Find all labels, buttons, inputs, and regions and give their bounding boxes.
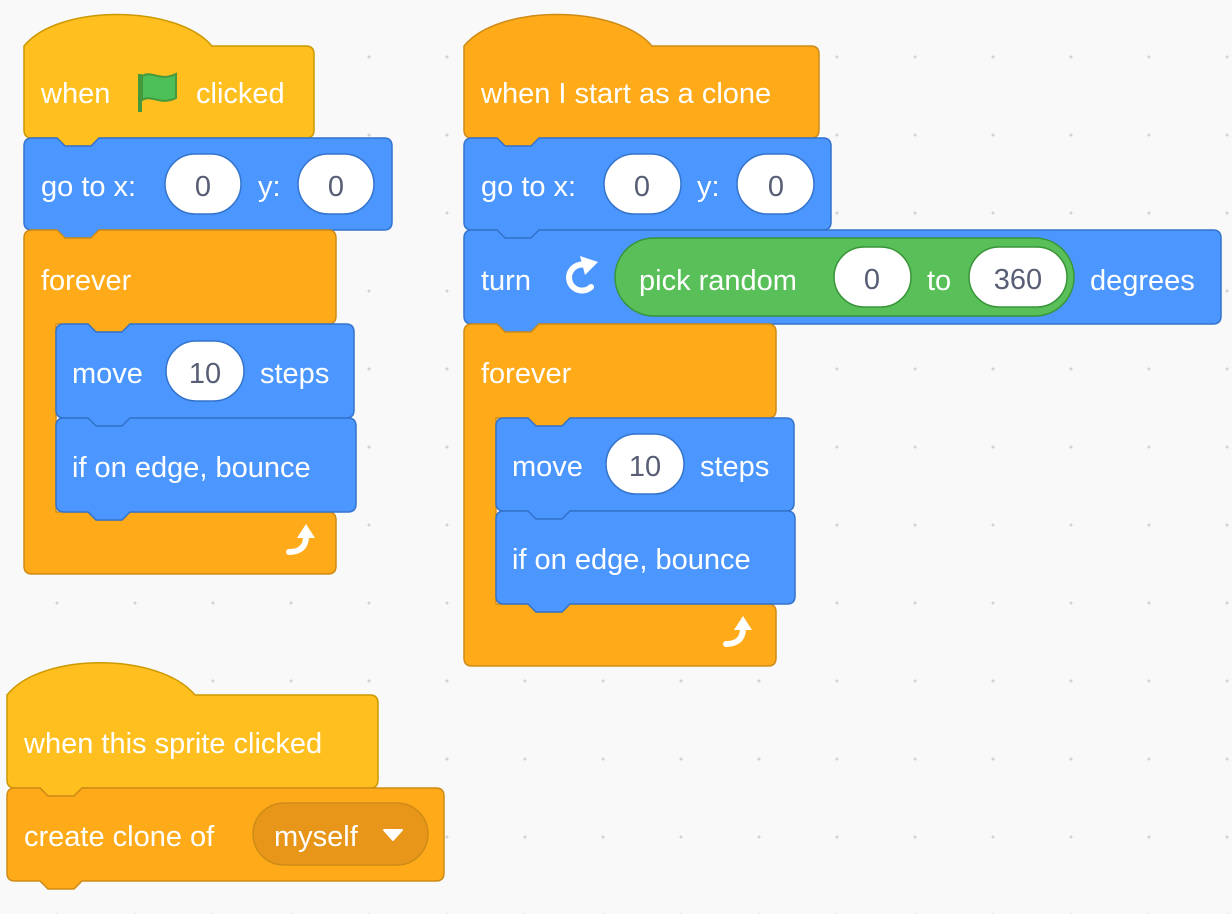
degrees-label: degrees: [1090, 265, 1195, 297]
create-clone-block[interactable]: create clone of myself: [6, 787, 445, 890]
rotate-clockwise-icon: [566, 256, 598, 294]
y-input-value: 0: [768, 171, 784, 203]
pick-random-reporter[interactable]: pick random 0 to 360: [614, 237, 1075, 317]
turn-label: turn: [481, 265, 531, 297]
loop-arrow-icon: [286, 524, 315, 555]
when-start-as-clone-hat-block[interactable]: when I start as a clone: [463, 13, 820, 147]
forever-block[interactable]: forever: [463, 323, 777, 667]
bounce-label: if on edge, bounce: [512, 544, 751, 576]
y-input-value: 0: [328, 171, 344, 203]
if-on-edge-bounce-block[interactable]: if on edge, bounce: [495, 510, 796, 613]
x-input-value: 0: [195, 171, 211, 203]
move-steps-block[interactable]: move 10 steps: [55, 323, 355, 427]
go-to-y-label: y:: [697, 171, 720, 203]
dropdown-arrow-icon: [383, 829, 403, 841]
x-input[interactable]: 0: [164, 153, 242, 215]
bounce-block-shape: [495, 510, 796, 613]
steps-input-value: 10: [629, 451, 661, 483]
random-from-input[interactable]: 0: [833, 246, 912, 308]
script-when-start-as-clone[interactable]: when I start as a clone go to x: 0 y: 0 …: [463, 13, 1222, 667]
hat-label-clicked: clicked: [196, 78, 285, 110]
steps-input[interactable]: 10: [165, 340, 245, 402]
loop-arrow-icon: [723, 616, 752, 647]
bounce-label: if on edge, bounce: [72, 452, 311, 484]
random-from-value: 0: [864, 264, 880, 296]
go-to-xy-block[interactable]: go to x: 0 y: 0: [463, 137, 832, 239]
random-to-value: 360: [994, 264, 1042, 296]
bounce-block-shape: [55, 417, 357, 521]
x-input[interactable]: 0: [603, 153, 682, 215]
script-when-flag-clicked[interactable]: when clicked go to x: 0 y: 0 forever: [23, 13, 393, 575]
go-to-x-label: go to x:: [41, 171, 136, 203]
clone-hat-label: when I start as a clone: [480, 78, 771, 110]
clone-target-value: myself: [274, 821, 359, 853]
turn-degrees-block[interactable]: turn pick random 0 to 360 degrees: [463, 229, 1222, 333]
steps-input-value: 10: [189, 358, 221, 390]
steps-label: steps: [260, 358, 329, 390]
move-label: move: [72, 358, 143, 390]
y-input[interactable]: 0: [736, 153, 815, 215]
forever-label: forever: [41, 265, 132, 297]
go-to-y-label: y:: [258, 171, 281, 203]
if-on-edge-bounce-block[interactable]: if on edge, bounce: [55, 417, 357, 521]
green-flag-icon: [138, 72, 177, 112]
move-steps-block[interactable]: move 10 steps: [495, 417, 795, 520]
y-input[interactable]: 0: [297, 153, 375, 215]
forever-label: forever: [481, 358, 572, 390]
steps-label: steps: [700, 451, 769, 483]
random-to-label: to: [927, 265, 951, 297]
sprite-clicked-label: when this sprite clicked: [23, 728, 322, 760]
create-clone-label: create clone of: [24, 821, 215, 853]
go-to-x-label: go to x:: [481, 171, 576, 203]
x-input-value: 0: [634, 171, 650, 203]
random-to-input[interactable]: 360: [968, 246, 1068, 308]
when-sprite-clicked-hat-block[interactable]: when this sprite clicked: [6, 662, 379, 797]
move-label: move: [512, 451, 583, 483]
script-when-sprite-clicked[interactable]: when this sprite clicked create clone of…: [6, 662, 445, 890]
go-to-xy-block[interactable]: go to x: 0 y: 0: [23, 137, 393, 239]
when-flag-clicked-hat-block[interactable]: when clicked: [23, 13, 315, 147]
steps-input[interactable]: 10: [605, 433, 685, 495]
clone-target-dropdown[interactable]: myself: [252, 802, 429, 866]
hat-label-when: when: [40, 78, 110, 110]
pick-random-label: pick random: [639, 265, 797, 297]
